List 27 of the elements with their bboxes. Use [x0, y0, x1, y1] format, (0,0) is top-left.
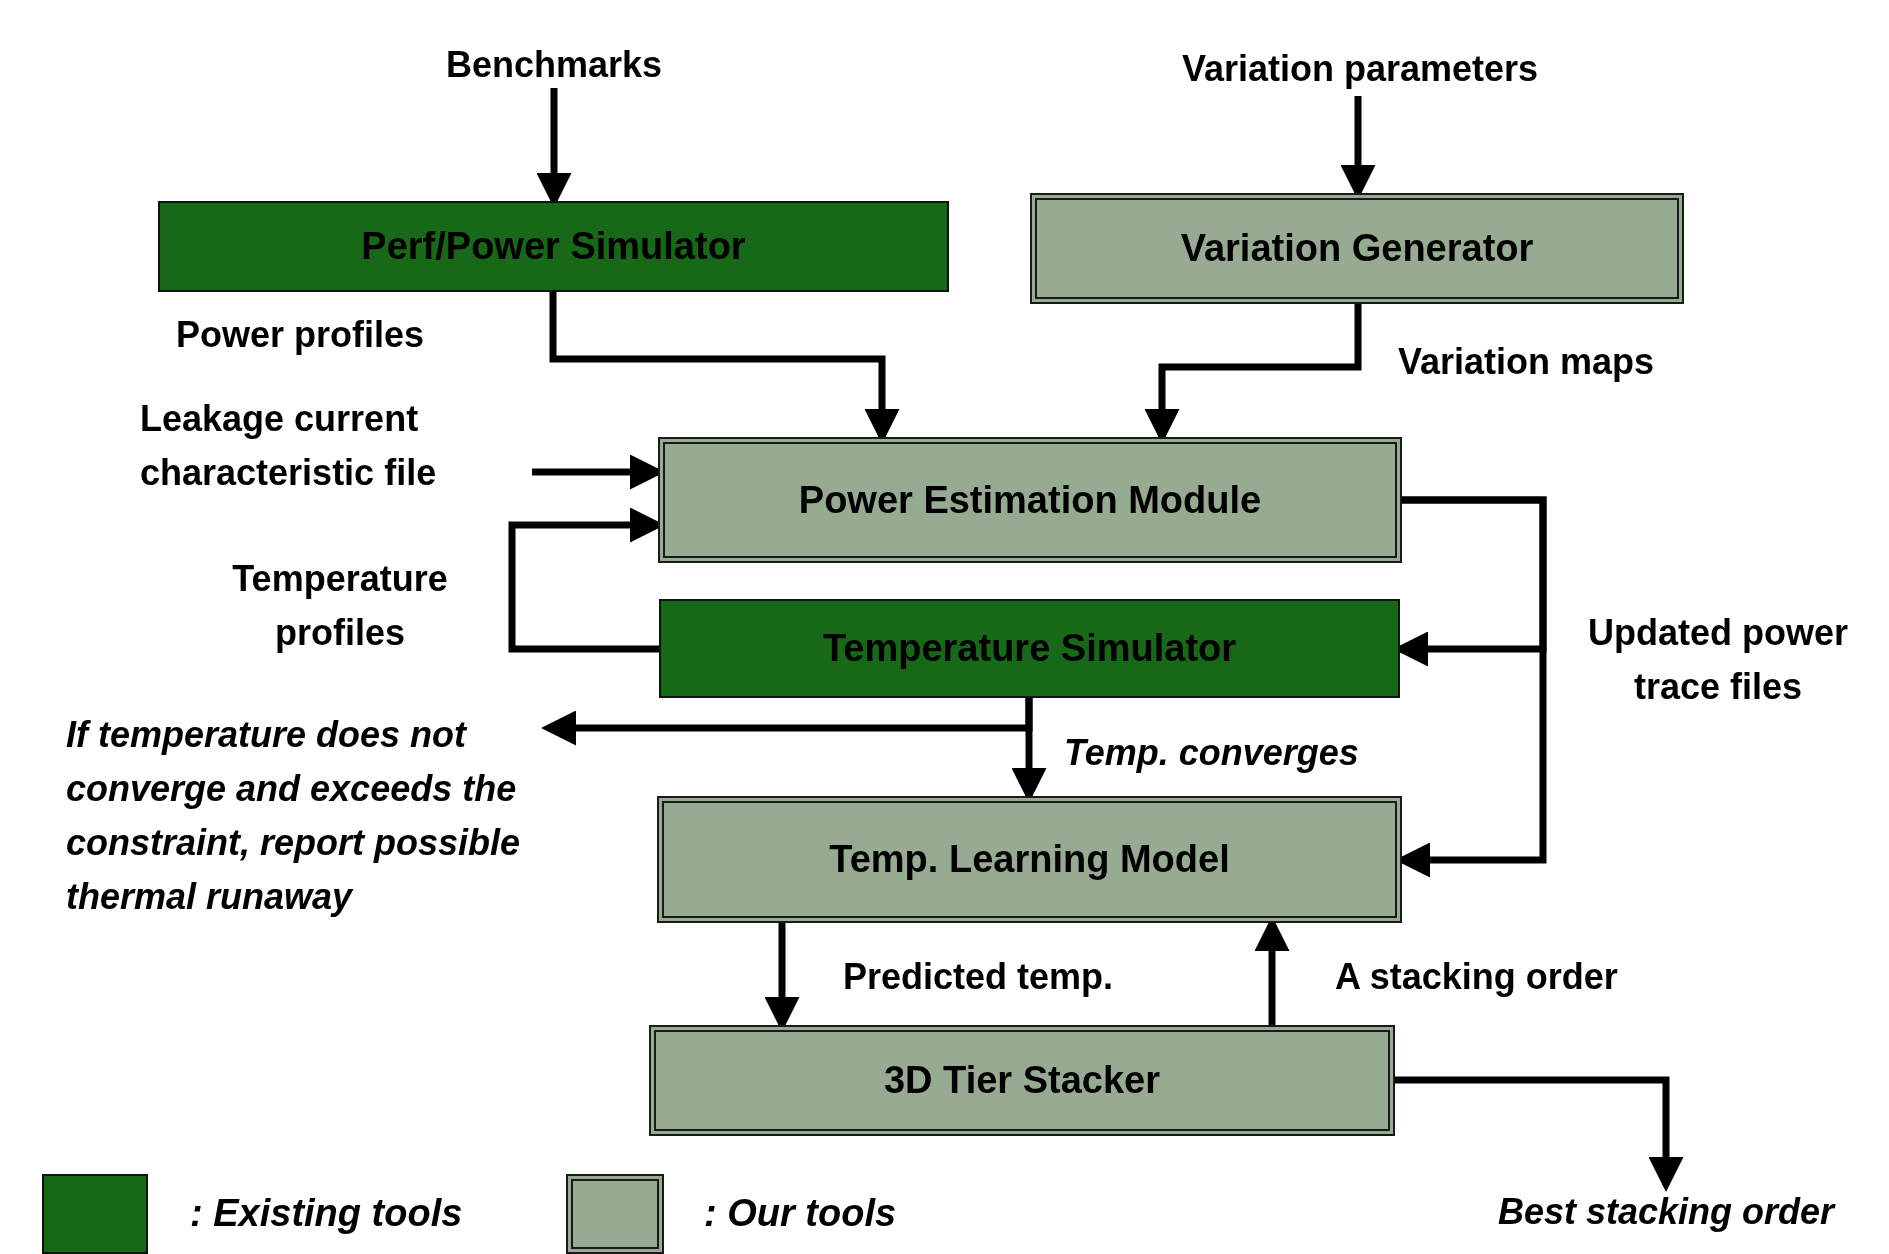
arrow — [1395, 1076, 1684, 1192]
legend-label: : Existing tools — [190, 1192, 463, 1235]
box-label: Perf/Power Simulator — [361, 225, 746, 268]
edge-label: Power profiles — [176, 313, 426, 357]
tool-box — [649, 1025, 1395, 1136]
box-label: Variation Generator — [1180, 227, 1534, 270]
note-text: Best stacking order — [1448, 1185, 1884, 1239]
legend-label: : Our tools — [704, 1192, 897, 1235]
edge-label: Variation maps — [1398, 340, 1656, 384]
input-label: Variation parameters — [1120, 42, 1600, 96]
box-label: Temp. Learning Model — [829, 838, 1230, 881]
box-label: Temperature Simulator — [822, 627, 1237, 670]
box-label: 3D Tier Stacker — [884, 1059, 1160, 1102]
tool-box — [658, 437, 1402, 563]
tool-box — [158, 201, 949, 292]
tool-box — [657, 796, 1402, 923]
edge-label: Predicted temp. — [843, 955, 1115, 999]
input-label: Leakage current characteristic file — [140, 392, 532, 500]
note-text: If temperature does not converge and exceeds the constraint, report possible thermal runaway — [66, 708, 548, 924]
edge-label: Updated power trace files — [1587, 611, 1849, 709]
edge-label: Temperature profiles — [231, 557, 449, 655]
tool-box — [659, 599, 1400, 698]
box-label: Power Estimation Module — [798, 478, 1262, 522]
tool-box — [1030, 193, 1684, 304]
input-label: Benchmarks — [444, 38, 664, 92]
edge-label: Temp. converges — [1064, 731, 1360, 775]
edge-label: A stacking order — [1335, 955, 1619, 999]
